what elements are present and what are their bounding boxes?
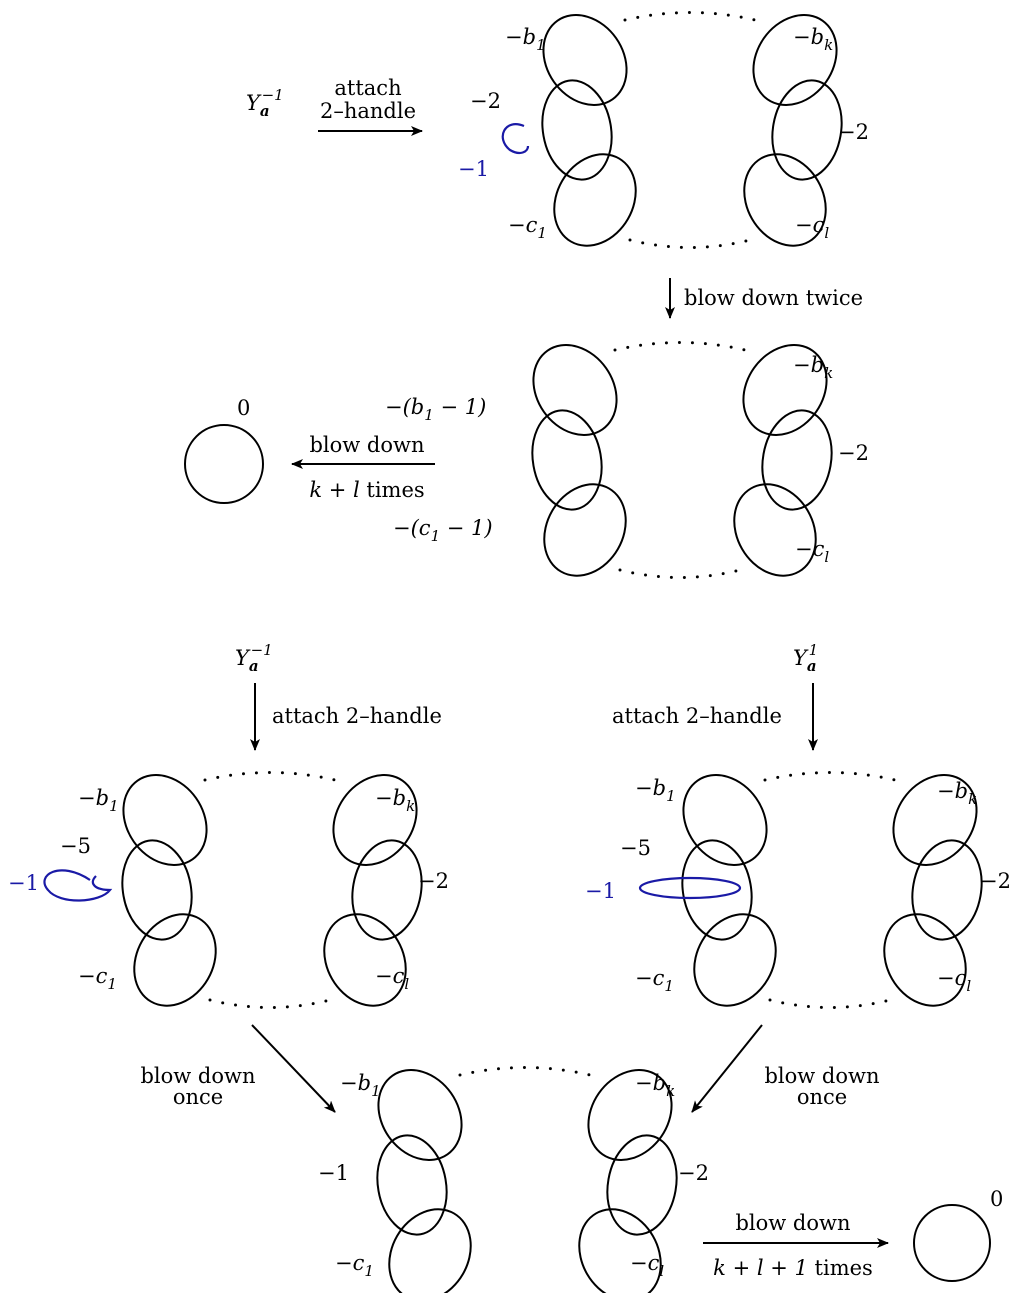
label-zero-bottom: 0: [990, 1187, 1003, 1211]
label-minus2-2: −2: [838, 441, 869, 465]
blow-down-kl1-label-1: blow down: [735, 1211, 850, 1235]
blow-down-once-right-2: once: [797, 1085, 847, 1109]
blow-down-once-left-arrow: [251, 1024, 336, 1113]
label-bk-2: −bk: [793, 353, 833, 382]
label-bk-bottom: −bk: [635, 1071, 675, 1100]
blow-down-kl-label-2: k + l times: [309, 478, 424, 502]
label-minus5-3R: −5: [620, 836, 651, 860]
Y-label-left: Ya−1: [235, 641, 273, 675]
label-minus1-bottom: −1: [318, 1161, 349, 1185]
label-cl-3L: −cl: [375, 964, 409, 993]
blow-down-once-right-arrow: [691, 1024, 763, 1113]
label-minus2-right-top: −2: [838, 120, 869, 144]
label-b1-top: −b1: [505, 25, 546, 54]
blow-down-kl1-label-2: k + l + 1 times: [713, 1256, 873, 1280]
label-minus2-3R: −2: [980, 869, 1011, 893]
label-b1-3L: −b1: [78, 786, 119, 815]
label-b1-3R: −b1: [635, 776, 676, 805]
blue-clasp-left: [43, 869, 113, 902]
label-zero-top: 0: [237, 396, 250, 420]
blow-down-once-left-1: blow down: [140, 1064, 255, 1088]
label-minus1-3R: −1: [585, 879, 616, 903]
label-cl-3R: −cl: [937, 966, 971, 995]
top-arrow-label-1: attach: [334, 76, 401, 100]
label-cl-bottom: −cl: [630, 1251, 664, 1280]
label-cl-2: −cl: [795, 537, 829, 566]
label-minus2-3L: −2: [418, 869, 449, 893]
third-right-chain: [638, 757, 996, 1023]
label-bk-top: −bk: [793, 25, 833, 54]
label-bk-3R: −bk: [937, 779, 977, 808]
blow-down-once-left-2: once: [173, 1085, 223, 1109]
blow-down-once-right-1: blow down: [764, 1064, 879, 1088]
top-arrow-label-2: 2–handle: [320, 99, 416, 123]
label-minus2-bottom: −2: [678, 1161, 709, 1185]
label-minus5-3L: −5: [60, 834, 91, 858]
blow-down-kl-label-1: blow down: [309, 433, 424, 457]
Y-label-top: Ya−1: [246, 86, 284, 120]
unknot-zero-bottom: [913, 1204, 991, 1282]
blue-ring-right: [638, 876, 742, 900]
label-cl-top: −cl: [795, 213, 829, 242]
label-c1-top: −c1: [508, 213, 547, 242]
label-b1-bottom: −b1: [340, 1071, 381, 1100]
blow-down-twice-label: blow down twice: [684, 286, 863, 310]
Y-label-right: Ya1: [793, 641, 818, 675]
label-bk-3L: −bk: [375, 786, 415, 815]
label-minus2-top: −2: [470, 89, 501, 113]
label-c1-bottom: −c1: [335, 1251, 374, 1280]
blue-framing-clasp: [501, 123, 530, 155]
top-chain: [501, 0, 856, 263]
third-left-chain: [43, 757, 436, 1023]
attach-left-label: attach 2–handle: [272, 704, 442, 728]
label-b1-minus1: −(b1 − 1): [385, 395, 486, 424]
label-c1-3R: −c1: [635, 966, 674, 995]
label-c1-minus1: −(c1 − 1): [393, 516, 493, 545]
attach-right-label: attach 2–handle: [612, 704, 782, 728]
unknot-zero-top: [184, 424, 264, 504]
label-minus1-top: −1: [458, 157, 489, 181]
label-c1-3L: −c1: [78, 964, 117, 993]
label-minus1-3L: −1: [8, 871, 39, 895]
